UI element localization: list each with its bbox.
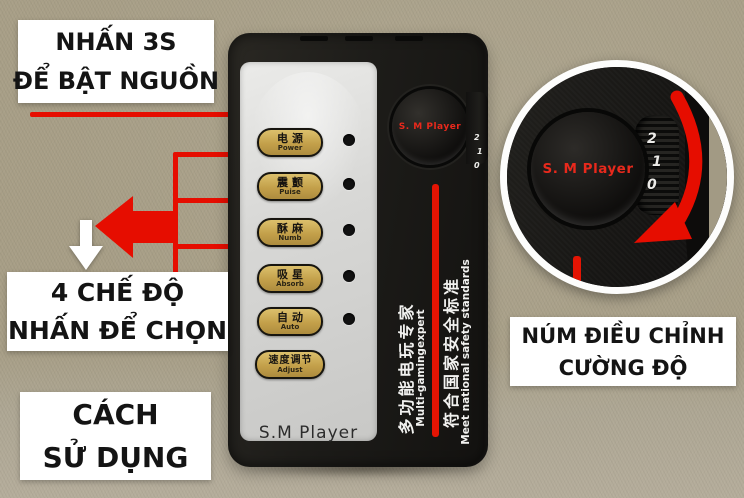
annotation-box-usage: CÁCH SỬ DỤNG [20, 392, 211, 480]
annotation-knob-line1: NÚM ĐIỀU CHỈNH [521, 323, 725, 348]
annotation-usage-line1: CÁCH [72, 398, 159, 431]
wheel-digit: 1 [477, 147, 483, 156]
numb-button-cn-label: 酥麻 [277, 222, 307, 235]
thumbwheel-edge [466, 92, 488, 164]
closeup-dial-label: S. M Player [542, 161, 634, 177]
absorb-button-en-label: Absorb [276, 280, 304, 288]
white-arrow-down-icon [69, 220, 103, 270]
auto-button-en-label: Auto [280, 323, 300, 331]
side-label-multigaming-cn: 多功能电玩专家 [396, 301, 416, 435]
dial-brand-label: S. M Player [398, 122, 462, 132]
pulse-button: 震颤 Puise [257, 172, 323, 201]
numb-button-en-label: Numb [278, 234, 302, 242]
adjust-button: 速度调节 Adjust [255, 350, 325, 379]
auto-button: 自动 Auto [257, 307, 323, 336]
led-indicator [343, 178, 355, 190]
device-body: 电源 Power 震颤 Puise 酥麻 Numb 吸星 Absorb 自动 A… [228, 33, 488, 467]
intensity-dial: S. M Player [392, 89, 468, 165]
absorb-button-cn-label: 吸星 [277, 268, 307, 281]
vent-slot [395, 36, 423, 41]
connector-line-power [30, 112, 258, 117]
connector-line-absorb [173, 244, 261, 249]
absorb-button: 吸星 Absorb [257, 264, 323, 293]
annotation-power-line1: NHẤN 3S [55, 27, 177, 56]
side-label-safety: 符合国家安全标准 Meet national safety standards [439, 257, 475, 447]
red-stripe [432, 184, 439, 437]
connector-line-numb [173, 198, 261, 203]
pulse-button-en-label: Puise [279, 188, 301, 196]
led-indicator [343, 270, 355, 282]
closeup-red-stripe [573, 256, 581, 287]
annotation-box-modes: 4 CHẾ ĐỘ NHẤN ĐỂ CHỌN [7, 272, 228, 351]
annotation-modes-line1: 4 CHẾ ĐỘ [50, 277, 185, 307]
red-arrow-left-icon [95, 196, 178, 258]
annotation-box-power: NHẤN 3S ĐỂ BẬT NGUỒN [13, 20, 219, 103]
closeup-background-sliver [705, 67, 727, 287]
annotation-modes-line2: NHẤN ĐỂ CHỌN [8, 315, 227, 345]
power-button: 电源 Power [257, 128, 323, 157]
closeup-circle: S. M Player 2 1 0 [500, 60, 734, 294]
side-label-multigaming: 多功能电玩专家 Multi-gamingexpert [396, 288, 428, 448]
side-label-multigaming-en: Multi-gamingexpert [414, 309, 427, 427]
vent-slot [300, 36, 328, 41]
led-indicator [343, 313, 355, 325]
annotation-knob-line2: CƯỜNG ĐỘ [558, 355, 688, 380]
vent-slot [345, 36, 373, 41]
panel-brand-label: S.M Player [258, 423, 359, 443]
auto-button-cn-label: 自动 [277, 311, 307, 324]
wheel-digit: 2 [474, 133, 480, 142]
annotation-box-knob: NÚM ĐIỀU CHỈNH CƯỜNG ĐỘ [510, 317, 736, 386]
closeup-wheel-digit: 1 [652, 154, 662, 170]
side-label-safety-en: Meet national safety standards [459, 259, 472, 445]
adjust-button-cn-label: 速度调节 [268, 355, 313, 366]
led-indicator [343, 134, 355, 146]
led-indicator [343, 224, 355, 236]
closeup-wheel-digit: 2 [647, 131, 657, 147]
numb-button: 酥麻 Numb [257, 218, 323, 247]
wheel-digit: 0 [474, 161, 480, 170]
closeup-wheel-digit: 0 [647, 177, 657, 193]
side-label-safety-cn: 符合国家安全标准 [441, 276, 461, 429]
annotation-usage-line2: SỬ DỤNG [42, 441, 189, 474]
connector-line-pulse [173, 152, 263, 157]
adjust-button-en-label: Adjust [277, 366, 303, 374]
rotate-arrow-icon [634, 90, 703, 243]
pulse-button-cn-label: 震颤 [277, 176, 307, 189]
power-button-en-label: Power [277, 144, 303, 152]
control-panel: 电源 Power 震颤 Puise 酥麻 Numb 吸星 Absorb 自动 A… [240, 62, 377, 443]
closeup-dial: S. M Player [531, 112, 645, 226]
power-button-cn-label: 电源 [277, 132, 307, 145]
annotation-power-line2: ĐỂ BẬT NGUỒN [12, 66, 220, 95]
